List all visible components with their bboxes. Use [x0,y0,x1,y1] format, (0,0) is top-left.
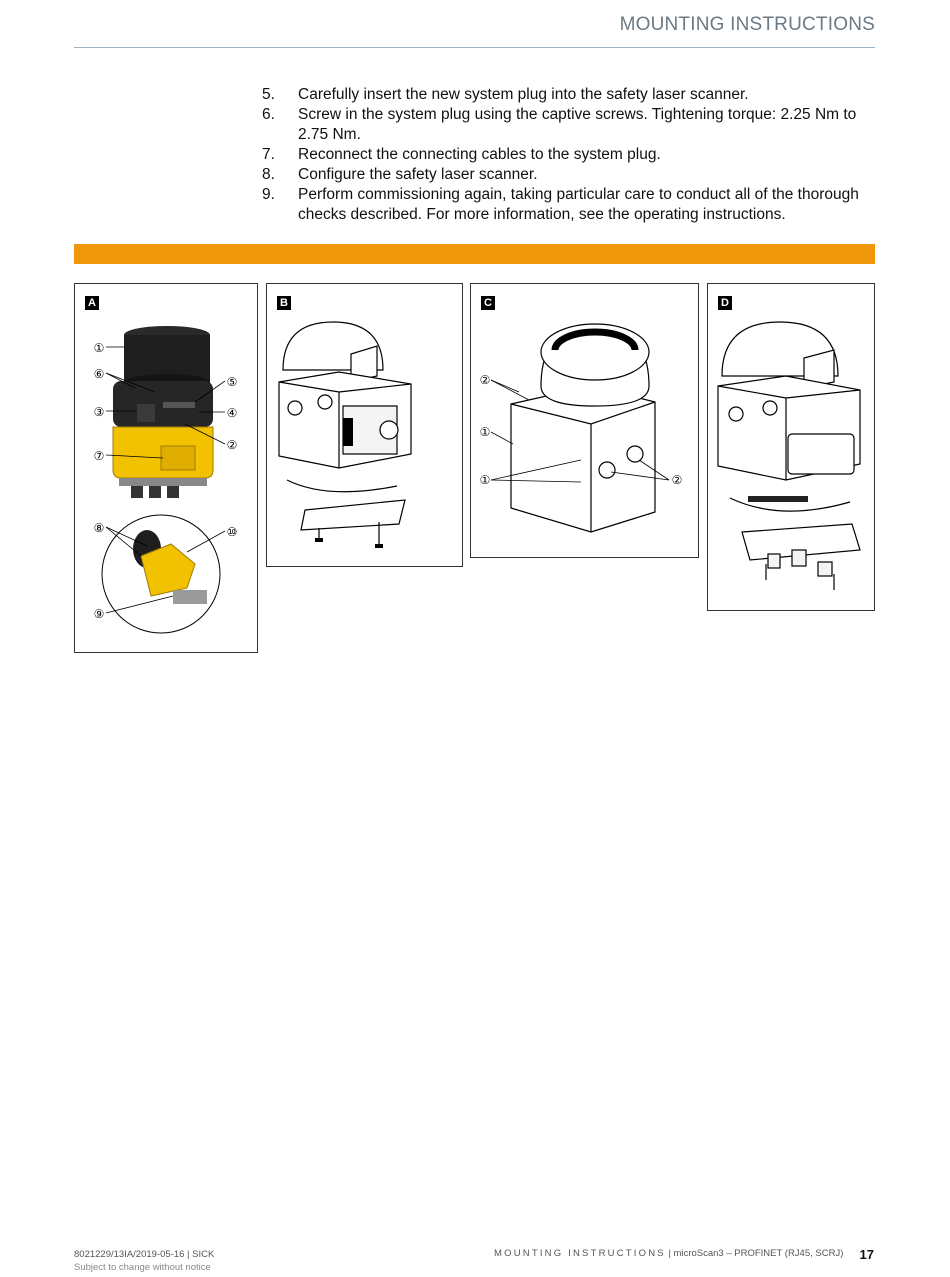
callout-label: ③ [94,405,105,419]
callout-label: ① [480,425,491,439]
step-item: 7. Reconnect the connecting cables to the… [262,145,882,165]
footer-doc-type: MOUNTING INSTRUCTIONS [494,1248,666,1259]
figure-label-c: C [481,296,495,310]
footer-notice: Subject to change without notice [74,1262,211,1273]
figure-panel-a: ① ⑥ ⑤ ③ ④ ② ⑦ ⑧ ⑩ ⑨ A [74,283,258,653]
figure-panel-b: B [266,283,463,567]
callout-label: ⑦ [94,449,105,463]
step-number: 8. [262,166,275,183]
instruction-steps: 5. Carefully insert the new system plug i… [262,85,882,225]
footer-product: | microScan3 – PROFINET (RJ45, SCRJ) [668,1248,844,1259]
callout-label: ② [227,438,238,452]
callout-label: ⑥ [94,367,105,381]
callout-label: ② [480,373,491,387]
page-header-title: MOUNTING INSTRUCTIONS [619,14,875,35]
figure-label-a: A [85,296,99,310]
figure-panel-c: ② ① ① ② C [470,283,699,558]
step-number: 6. [262,106,275,123]
callout-label: ⑧ [94,521,105,535]
scanner-illustration-b [278,321,412,548]
step-text: Perform commissioning again, taking part… [298,186,859,223]
step-number: 7. [262,146,275,163]
step-text: Carefully insert the new system plug int… [298,86,749,103]
figure-panel-d: D [707,283,875,611]
scanner-illustration-a: ① ⑥ ⑤ ③ ④ ② ⑦ ⑧ ⑩ ⑨ [94,326,238,634]
figure-label-d: D [718,296,732,310]
step-text: Screw in the system plug using the capti… [298,106,857,143]
section-accent-bar [74,244,875,264]
step-item: 8. Configure the safety laser scanner. [262,165,882,185]
step-number: 9. [262,186,275,203]
footer-doc-id: 8021229/13IA/2019-05-16 | SICK [74,1249,215,1260]
step-text: Configure the safety laser scanner. [298,166,538,183]
callout-label: ⑨ [94,607,105,621]
footer-doc-info: 8021229/13IA/2019-05-16 | SICK Subject t… [74,1248,214,1274]
scanner-illustration-c: ② ① ① ② [480,323,683,533]
callout-label: ① [94,341,105,355]
step-item: 5. Carefully insert the new system plug i… [262,85,882,105]
step-number: 5. [262,86,275,103]
step-text: Reconnect the connecting cables to the s… [298,146,661,163]
callout-label: ② [672,473,683,487]
step-item: 6. Screw in the system plug using the cap… [262,105,882,145]
footer-title: MOUNTING INSTRUCTIONS | microScan3 – PRO… [494,1248,843,1259]
step-item: 9. Perform commissioning again, taking pa… [262,185,882,225]
callout-label: ⑩ [227,525,238,539]
scanner-illustration-d [717,321,861,590]
callout-label: ④ [227,406,238,420]
callout-label: ⑤ [227,375,238,389]
callout-label: ① [480,473,491,487]
figure-label-b: B [277,296,291,310]
header-rule [74,47,875,48]
page-number: 17 [859,1247,874,1262]
